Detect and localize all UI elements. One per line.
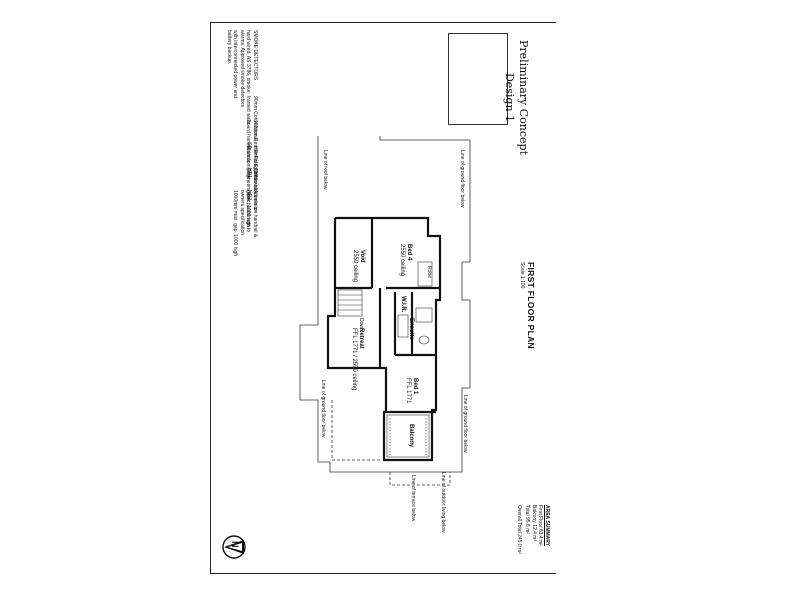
- toilet: [418, 335, 430, 345]
- stairs: [337, 289, 363, 317]
- preliminary-stamp: [448, 33, 508, 125]
- vanity: [397, 314, 409, 338]
- terrace-line: [331, 400, 382, 461]
- outdoor-line: [389, 472, 451, 486]
- balcony-rail: [386, 414, 430, 458]
- north-label: N: [230, 541, 240, 548]
- ground-floor-outline: [299, 136, 471, 473]
- north-arrow-icon: [222, 535, 246, 559]
- drawing-sheet: [210, 22, 556, 574]
- shower: [415, 307, 433, 323]
- first-floor-walls: [326, 216, 442, 462]
- robe: [417, 261, 433, 287]
